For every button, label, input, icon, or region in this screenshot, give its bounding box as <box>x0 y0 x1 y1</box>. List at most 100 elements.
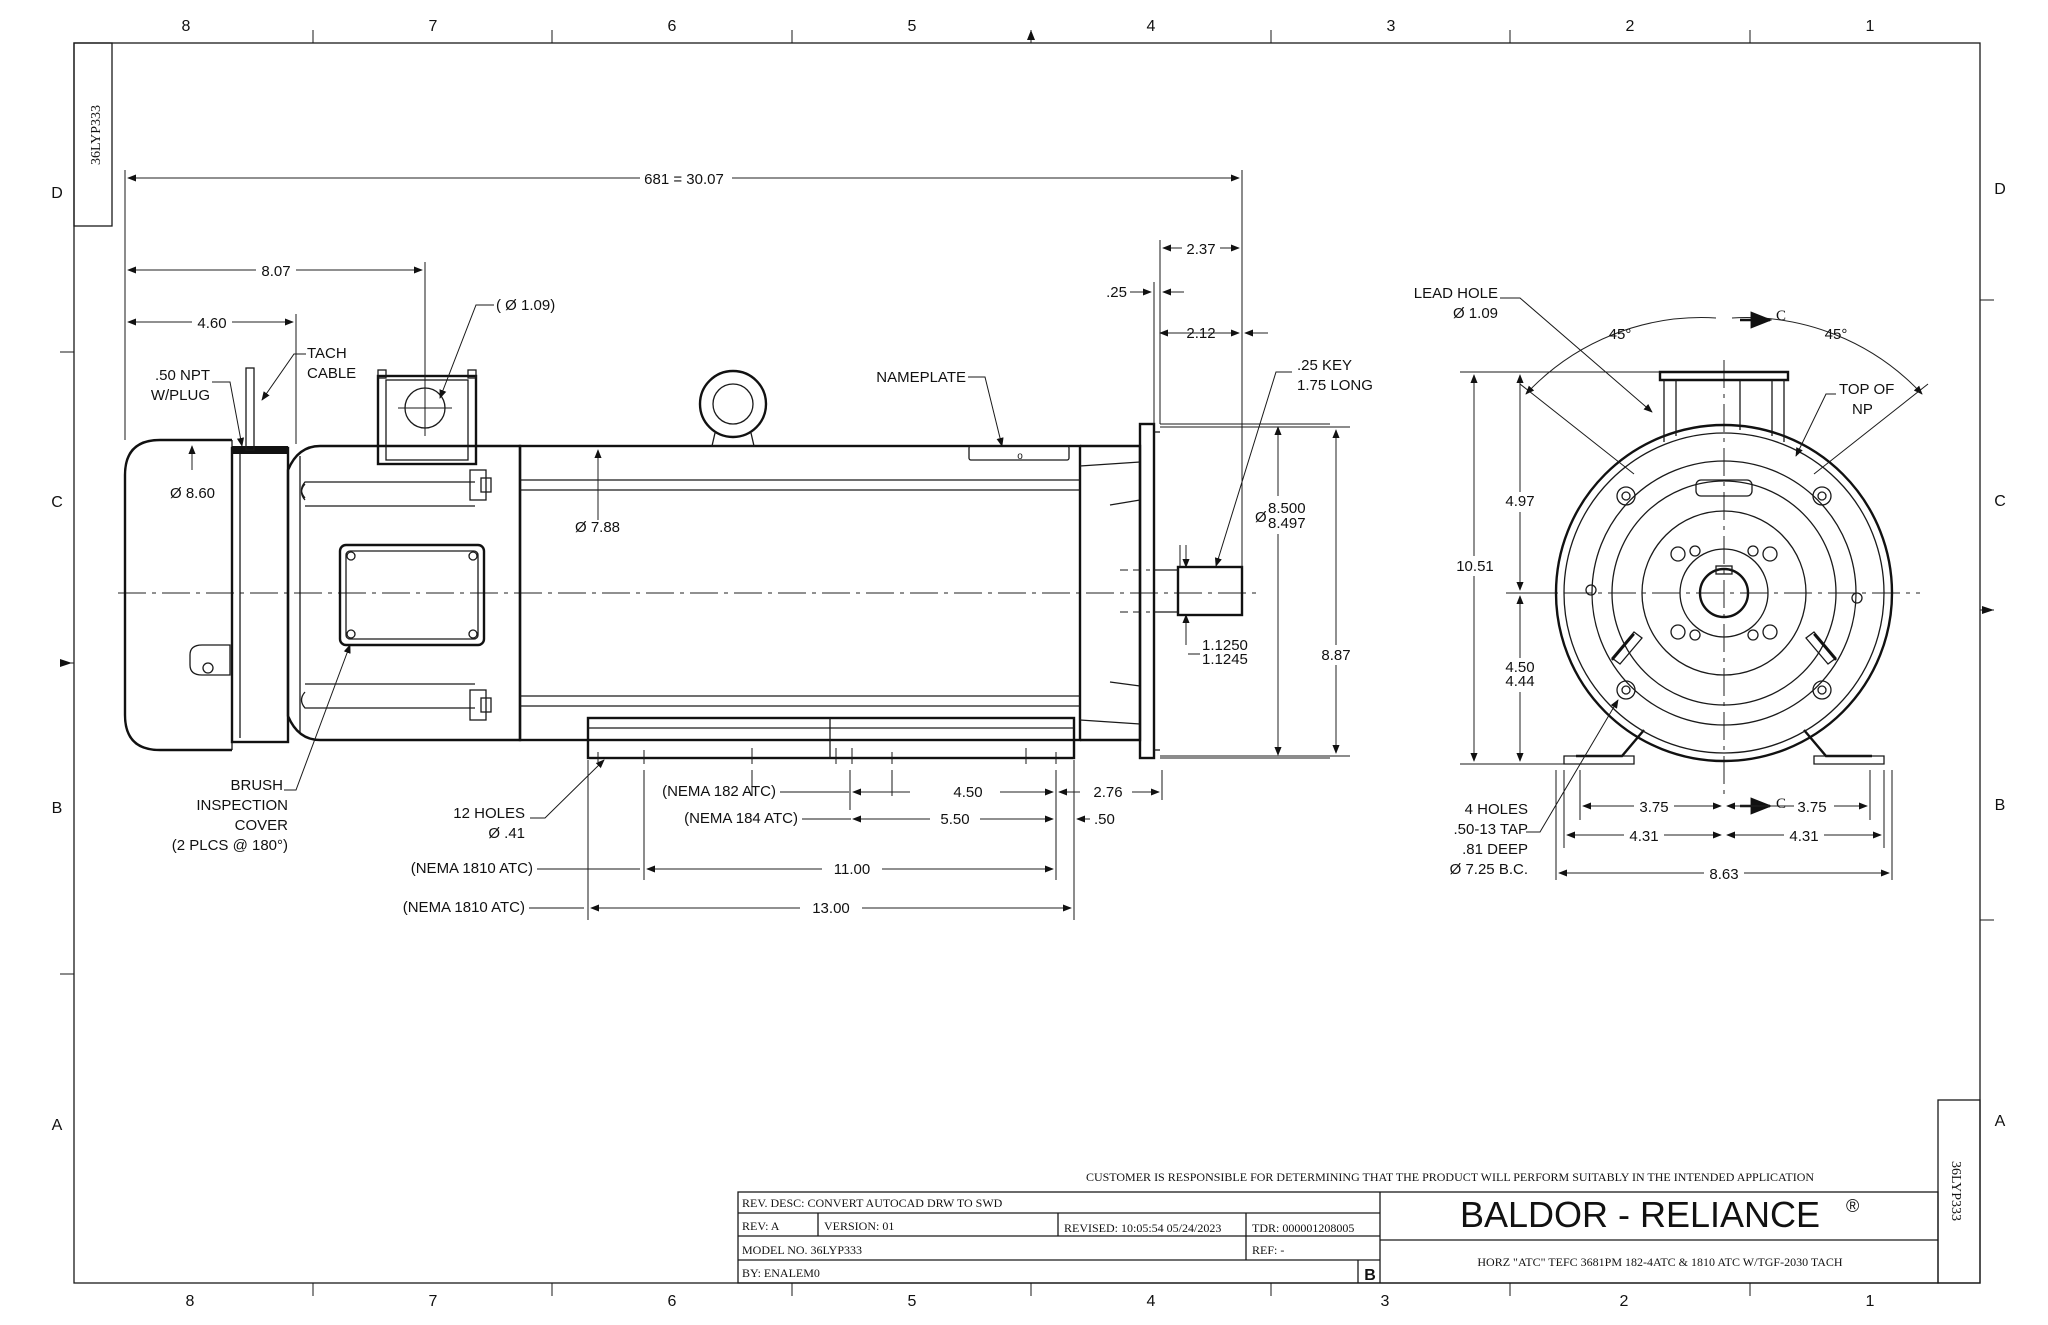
dim-4-50-max: 4.50 <box>1505 659 1534 676</box>
dim-frame-dia: Ø 8.60 <box>170 485 215 502</box>
dim-shaft-dia-max: 1.1250 <box>1202 637 1248 654</box>
dim-10-51: 10.51 <box>1456 558 1494 575</box>
end-view <box>1520 360 1920 800</box>
zone-col-top: 5 <box>908 18 917 35</box>
label-tach-cable: TACH <box>307 345 347 362</box>
label-nema-182: (NEMA 182 ATC) <box>662 783 776 800</box>
dim-0-25: .25 <box>1106 284 1127 301</box>
dim-2-37: 2.37 <box>1186 241 1215 258</box>
dim-3-75-right: 3.75 <box>1797 799 1826 816</box>
dim-11-00: 11.00 <box>834 861 870 878</box>
label-lead-hole: LEAD HOLE <box>1414 285 1498 302</box>
dim-13-00: 13.00 <box>812 900 850 917</box>
section-mark-bottom: C <box>1776 796 1786 812</box>
side-view-dimensions: 681 = 30.07 8.07 4.60 ( Ø 1.09) TACH CAB… <box>124 168 1373 920</box>
label-12-holes: 12 HOLES <box>453 805 525 822</box>
label-nema-1810: (NEMA 1810 ATC) <box>403 899 525 916</box>
svg-text:o: o <box>1017 451 1023 462</box>
label-brush-cover: BRUSH <box>230 777 283 794</box>
label-4-holes: Ø 7.25 B.C. <box>1450 861 1528 878</box>
title-block: CUSTOMER IS RESPONSIBLE FOR DETERMINING … <box>737 1170 1939 1284</box>
dim-pilot-dia-min: 8.497 <box>1268 515 1306 532</box>
section-mark-top: C <box>1776 308 1786 324</box>
angle-right: 45° <box>1825 326 1848 343</box>
company-name: BALDOR - RELIANCE <box>1460 1194 1820 1235</box>
dim-4-97: 4.97 <box>1505 493 1534 510</box>
dim-shaft-dia-min: 1.1245 <box>1202 651 1248 668</box>
label-brush-cover: (2 PLCS @ 180°) <box>172 837 288 854</box>
dim-4-60: 4.60 <box>197 315 226 332</box>
label-4-holes: .81 DEEP <box>1462 841 1528 858</box>
dim-0-50: .50 <box>1094 811 1115 828</box>
zone-col-bottom: 1 <box>1866 1293 1875 1310</box>
zone-col-bottom: 6 <box>668 1293 677 1310</box>
label-lead-hole: Ø 1.09 <box>1453 305 1498 322</box>
zone-col-top: 2 <box>1626 18 1635 35</box>
zone-row-right: C <box>1994 493 2006 510</box>
zone-col-top: 4 <box>1147 18 1156 35</box>
zone-row-left: A <box>52 1117 63 1134</box>
zone-row-right: A <box>1995 1113 2006 1130</box>
tdr-number: TDR: 000001208005 <box>1252 1221 1354 1235</box>
dim-4-31-left: 4.31 <box>1629 828 1658 845</box>
label-4-holes: .50-13 TAP <box>1454 821 1529 838</box>
sheet-size: B <box>1364 1267 1376 1284</box>
label-conduit-dia: ( Ø 1.09) <box>496 297 555 314</box>
dim-3-75-left: 3.75 <box>1639 799 1668 816</box>
drawing-number-box-bottom: 36LYP333 <box>1937 1099 1981 1284</box>
zone-row-right: B <box>1995 797 2006 814</box>
label-4-holes: 4 HOLES <box>1465 801 1528 818</box>
label-12-holes: Ø .41 <box>488 825 525 842</box>
zone-col-bottom: 4 <box>1147 1293 1156 1310</box>
zone-labels: 8 7 6 5 4 3 2 1 8 7 6 5 4 3 2 1 D C B A … <box>51 18 2006 1310</box>
zone-col-top: 7 <box>429 18 438 35</box>
dim-8-87: 8.87 <box>1321 647 1350 664</box>
dim-5-50: 5.50 <box>940 811 969 828</box>
rev: REV: A <box>742 1219 780 1233</box>
label-key: .25 KEY <box>1297 357 1352 374</box>
label-npt-plug: .50 NPT <box>155 367 210 384</box>
angle-left: 45° <box>1609 326 1632 343</box>
zone-col-bottom: 8 <box>186 1293 195 1310</box>
dim-pilot-dia-max: 8.500 <box>1268 500 1306 517</box>
zone-row-left: B <box>52 800 63 817</box>
zone-col-bottom: 2 <box>1620 1293 1629 1310</box>
label-nema-184: (NEMA 184 ATC) <box>684 810 798 827</box>
zone-row-left: D <box>51 185 63 202</box>
sheet-border <box>60 30 1994 1296</box>
dim-body-dia: Ø 7.88 <box>575 519 620 536</box>
end-view-dimensions: 45° 45° C C LEAD HOLE Ø 1.09 TOP OF NP 1… <box>1414 285 1929 883</box>
ref: REF: - <box>1252 1243 1284 1257</box>
drawing-number-box-top: 36LYP333 <box>73 42 113 227</box>
label-nema-1810: (NEMA 1810 ATC) <box>411 860 533 877</box>
product-description: HORZ "ATC" TEFC 3681PM 182-4ATC & 1810 A… <box>1477 1255 1843 1269</box>
dim-2-12: 2.12 <box>1186 325 1215 342</box>
zone-col-top: 3 <box>1387 18 1396 35</box>
label-top-of-np: NP <box>1852 401 1873 418</box>
zone-col-bottom: 3 <box>1381 1293 1390 1310</box>
registered-mark: ® <box>1846 1196 1859 1216</box>
revised-date: REVISED: 10:05:54 05/24/2023 <box>1064 1221 1221 1235</box>
label-brush-cover: COVER <box>235 817 289 834</box>
dim-8-07: 8.07 <box>261 263 290 280</box>
zone-col-top: 1 <box>1866 18 1875 35</box>
label-npt-plug: W/PLUG <box>151 387 210 404</box>
label-tach-cable: CABLE <box>307 365 356 382</box>
label-top-of-np: TOP OF <box>1839 381 1894 398</box>
zone-col-top: 8 <box>182 18 191 35</box>
zone-col-bottom: 7 <box>429 1293 438 1310</box>
zone-row-right: D <box>1994 181 2006 198</box>
zone-col-bottom: 5 <box>908 1293 917 1310</box>
disclaimer: CUSTOMER IS RESPONSIBLE FOR DETERMINING … <box>1086 1170 1814 1184</box>
dim-8-63: 8.63 <box>1709 866 1738 883</box>
side-view: o <box>118 369 1262 764</box>
version: VERSION: 01 <box>824 1219 894 1233</box>
dim-4-50: 4.50 <box>953 784 982 801</box>
zone-row-left: C <box>51 494 63 511</box>
rev-desc: REV. DESC: CONVERT AUTOCAD DRW TO SWD <box>742 1196 1003 1210</box>
dim-4-31-right: 4.31 <box>1789 828 1818 845</box>
label-nameplate: NAMEPLATE <box>876 369 966 386</box>
model-number: MODEL NO. 36LYP333 <box>742 1243 862 1257</box>
dim-overall-length: 681 = 30.07 <box>644 171 724 188</box>
